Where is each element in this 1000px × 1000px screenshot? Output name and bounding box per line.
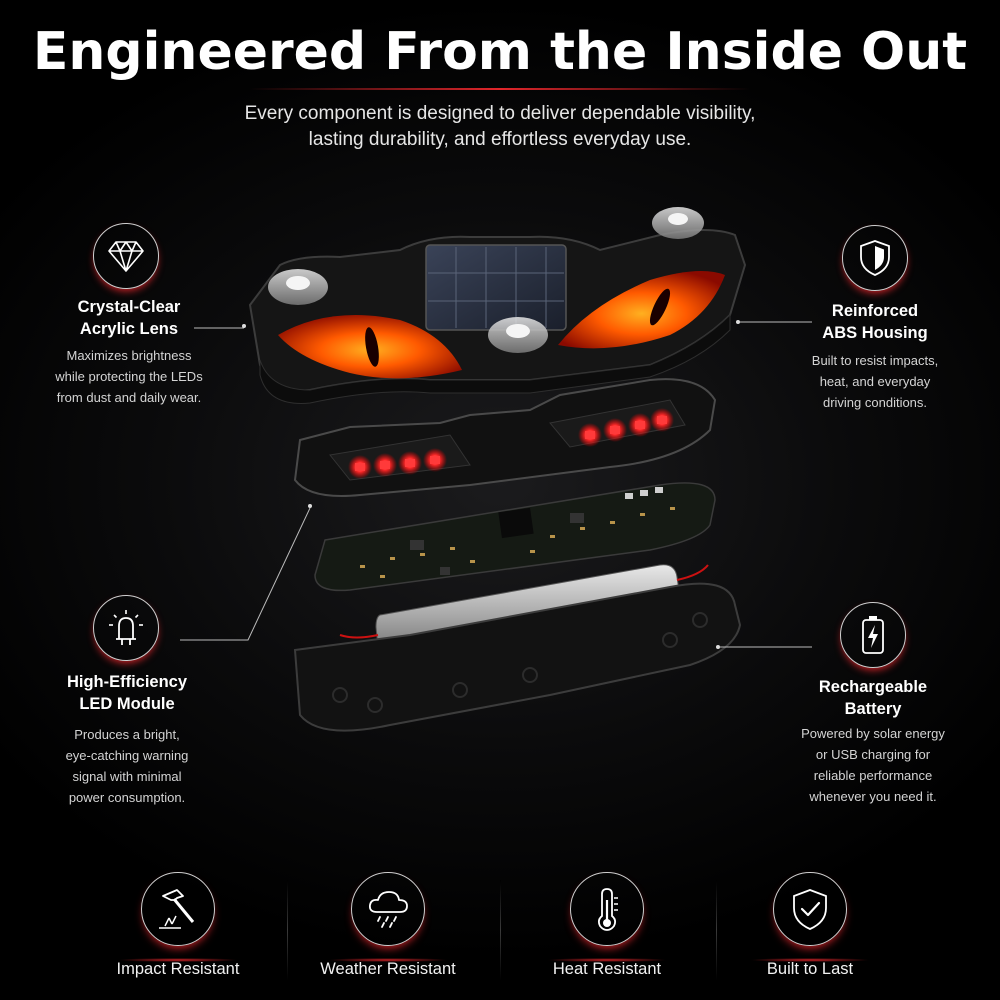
page-subtitle: Every component is designed to deliver d…: [150, 101, 850, 153]
lens-feature-icon-badge: [93, 223, 159, 289]
led-feature-icon-badge: [93, 595, 159, 661]
product-exploded-view: [248, 207, 747, 732]
title-underline: [250, 88, 750, 90]
diamond-icon: [108, 241, 144, 272]
circuit-board: [314, 482, 716, 592]
hammer-icon: [159, 889, 195, 929]
feature-desc-line: Produces a bright,: [74, 727, 180, 742]
feature-desc-line: power consumption.: [68, 790, 186, 805]
battery-feature-icon-badge: [840, 602, 906, 668]
heat-resistant-badge: [570, 872, 644, 946]
feature-title-line: LED Module: [79, 695, 175, 713]
weather-resistant-badge: [351, 872, 425, 946]
suction-cup: [652, 207, 704, 239]
led-light: [650, 408, 674, 432]
bottom-divider: [716, 880, 717, 980]
feature-desc-line: Built to resist impacts,: [811, 353, 939, 368]
feature-title-line: High-Efficiency: [66, 673, 188, 691]
lens-feature-description: Maximizes brightness while protecting th…: [19, 345, 239, 408]
led-light: [398, 451, 422, 475]
housing-feature-description: Built to resist impacts, heat, and every…: [765, 350, 985, 413]
suction-cup: [268, 269, 328, 305]
led-light: [628, 413, 652, 437]
housing-feature-title: Reinforced ABS Housing: [765, 300, 985, 344]
feature-title-line: Acrylic Lens: [79, 320, 179, 338]
feature-desc-line: or USB charging for: [815, 747, 931, 762]
feature-title-line: ABS Housing: [822, 324, 928, 342]
weather-resistant-label: Weather Resistant: [320, 960, 456, 978]
feature-desc-line: Powered by solar energy: [801, 726, 945, 741]
feature-desc-line: from dust and daily wear.: [56, 390, 202, 405]
feature-title-line: Crystal-Clear: [77, 298, 181, 316]
bottom-divider: [500, 880, 501, 980]
led-light: [423, 448, 447, 472]
led-light: [348, 455, 372, 479]
led-feature-title: High-Efficiency LED Module: [17, 671, 237, 715]
feature-desc-line: heat, and everyday: [819, 374, 931, 389]
badge-glow: [750, 958, 870, 962]
subtitle-line: Every component is designed to deliver d…: [244, 103, 756, 124]
housing-feature-icon-badge: [842, 225, 908, 291]
shield-check-icon: [793, 889, 827, 930]
led-light: [578, 423, 602, 447]
built-to-last-badge: [773, 872, 847, 946]
feature-desc-line: Maximizes brightness: [66, 348, 192, 363]
feature-title-line: Reinforced: [831, 302, 919, 320]
feature-title-line: Rechargeable: [818, 678, 928, 696]
battery-feature-description: Powered by solar energy or USB charging …: [763, 723, 983, 807]
feature-title-line: Battery: [844, 700, 902, 718]
led-light: [603, 418, 627, 442]
built-to-last-label: Built to Last: [766, 960, 854, 978]
acrylic-lens-housing: [248, 207, 747, 404]
badge-glow: [328, 958, 448, 962]
heat-resistant-label: Heat Resistant: [552, 960, 662, 978]
battery-icon: [862, 616, 884, 654]
bottom-divider: [287, 880, 288, 980]
badge-glow: [547, 958, 667, 962]
shield-icon: [860, 240, 890, 276]
feature-desc-line: whenever you need it.: [809, 789, 937, 804]
led-icon: [109, 610, 143, 645]
rain-cloud-icon: [368, 891, 408, 928]
feature-desc-line: while protecting the LEDs: [55, 369, 203, 384]
suction-cup: [488, 317, 548, 353]
badge-glow: [118, 958, 238, 962]
impact-resistant-label: Impact Resistant: [116, 960, 240, 978]
led-light: [373, 453, 397, 477]
lens-feature-title: Crystal-Clear Acrylic Lens: [19, 296, 239, 340]
feature-desc-line: reliable performance: [813, 768, 933, 783]
led-feature-description: Produces a bright, eye-catching warning …: [17, 724, 237, 808]
subtitle-line: lasting durability, and effortless every…: [308, 129, 692, 150]
feature-desc-line: eye-catching warning: [65, 748, 189, 763]
led-tray: [293, 378, 717, 497]
impact-resistant-badge: [141, 872, 215, 946]
right-eye-graphic: [558, 271, 725, 349]
thermometer-icon: [597, 888, 618, 931]
page-title: Engineered From the Inside Out: [32, 22, 968, 82]
battery-feature-title: Rechargeable Battery: [763, 676, 983, 720]
feature-desc-line: driving conditions.: [822, 395, 928, 410]
feature-desc-line: signal with minimal: [72, 769, 182, 784]
